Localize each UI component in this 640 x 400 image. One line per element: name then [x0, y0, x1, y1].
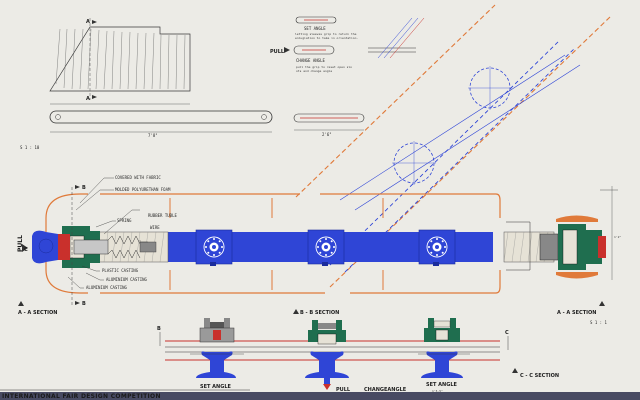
section-bb: B - B SECTION — [300, 310, 339, 316]
handle-outline-bottom — [45, 258, 88, 294]
left-handle-assembly — [32, 226, 169, 268]
competition-title: INTERNATIONAL FAIR DESIGN COMPETITION — [2, 393, 161, 400]
callout-rubber-tube: RUBBER TUBLE — [148, 213, 177, 218]
set-angle-bar — [295, 16, 337, 24]
right-dim: 1'2" — [614, 235, 621, 239]
scale-note-left: S 1 : 10 — [20, 145, 40, 150]
callout-covered-fabric: COVERED WITH FABRIC — [115, 175, 161, 180]
bottom-set-angle-2: SET ANGLE — [426, 382, 458, 388]
callout-aluminium-casting-1: ALUMINIUM CASTING — [106, 277, 148, 282]
marker-b-strip: B — [157, 326, 161, 332]
bar-section-dim: 2'6" — [322, 132, 332, 137]
change-angle-note-2: ots and change angle — [296, 69, 332, 73]
top-left-elevation: A A 7'8" S 1 : 10 — [20, 18, 273, 150]
top-middle-details: SET ANGLE letting sleeves grip to return… — [270, 16, 425, 137]
pull-arrow-top — [284, 47, 290, 53]
marker-c-left: C — [24, 247, 28, 253]
change-angle-label-top: CHANGE ANGLE — [296, 58, 325, 63]
set-angle-note-1: letting sleeves grip to return the — [295, 32, 357, 36]
section-arrow-top — [92, 20, 97, 24]
scale-note-right: S 1 : 1 — [590, 320, 607, 325]
strip-mid-mechanism — [305, 320, 349, 390]
section-arrow-b-top — [75, 185, 80, 189]
bottom-shadow-band — [0, 392, 640, 400]
set-angle-label-top: SET ANGLE — [304, 26, 326, 31]
diagonal-blue-1 — [329, 39, 561, 266]
callout-spring: SPRING — [117, 218, 132, 223]
bar-joint-1 — [195, 229, 233, 266]
change-angle-note-1: pull the grip to reset open slo — [296, 65, 352, 69]
main-horizontal-plan: 1'2" COVERED WITH FABRIC MOLDED POLYURET… — [17, 175, 621, 325]
diagonal-blue-4 — [354, 64, 581, 211]
bottom-section-strip: B - B SECTION B C C - C SECTION — [157, 309, 559, 393]
main-right-corner-bottom — [495, 270, 501, 294]
right-handle-assembly: 1'2" — [503, 186, 621, 280]
section-arrow-aa-right — [599, 301, 605, 306]
elevation-hatch — [55, 28, 186, 90]
bottom-pull: PULL — [336, 387, 351, 393]
section-arrow-cc — [512, 368, 518, 373]
change-angle-bar — [293, 45, 335, 55]
handle-outline-top — [45, 193, 88, 232]
section-arrow-bottom — [92, 95, 97, 99]
section-aa-right: A - A SECTION — [557, 310, 596, 316]
callout-aluminium-casting-2: ALUMINIUM CASTING — [86, 285, 128, 290]
main-right-corner-top — [495, 193, 501, 218]
pull-label-left: PULL — [17, 235, 24, 252]
bottom-change-angle: CHANGEANGLE — [364, 387, 407, 393]
callout-leaders — [67, 177, 148, 289]
pull-label-top: PULL — [270, 49, 285, 55]
section-arrow-bb — [293, 309, 299, 314]
section-marker-a-bottom: A — [86, 96, 90, 102]
section-marker-a-top: A — [86, 19, 90, 25]
dimension-label-length: 7'8" — [148, 133, 158, 138]
detail-diag-1 — [377, 17, 413, 59]
diagonal-blue-2 — [344, 47, 576, 273]
bar-joint-2 — [307, 229, 345, 266]
section-arrow-b-bottom — [75, 301, 80, 305]
set-angle-note-2: enlugiation to take in orientation. — [295, 36, 358, 40]
bar-section-detail — [293, 113, 365, 123]
detail-diag-3 — [389, 17, 425, 59]
section-arrow-aa-left — [18, 301, 24, 306]
strip-gray-mechanism — [190, 318, 244, 378]
strip-right-mechanism — [418, 318, 470, 378]
elevation-outline — [49, 26, 191, 92]
marker-b-bottom: B — [82, 301, 86, 307]
callout-molded-foam: MOLDED POLYURETHAN FOAM — [115, 187, 171, 192]
bar-joint-3 — [418, 229, 456, 266]
marker-b-top: B — [82, 185, 86, 191]
diagonal-blue-3 — [339, 54, 566, 201]
plan-bar-outline — [49, 110, 273, 124]
detail-diag-2 — [383, 17, 419, 59]
marker-c-strip: C — [505, 330, 509, 336]
section-cc: C - C SECTION — [520, 373, 559, 379]
callout-plastic-casting: PLASTIC CASTING — [102, 268, 139, 273]
pull-arrow-left — [22, 244, 28, 252]
bottom-dim-small: 1'5.5" — [432, 389, 443, 393]
diagonal-orange-outer — [295, 4, 496, 198]
plan-bar-holes — [55, 114, 267, 120]
section-aa-left: A - A SECTION — [18, 310, 57, 316]
callout-wire: WIRE — [150, 225, 160, 230]
bottom-set-angle-1: SET ANGLE — [200, 384, 232, 390]
